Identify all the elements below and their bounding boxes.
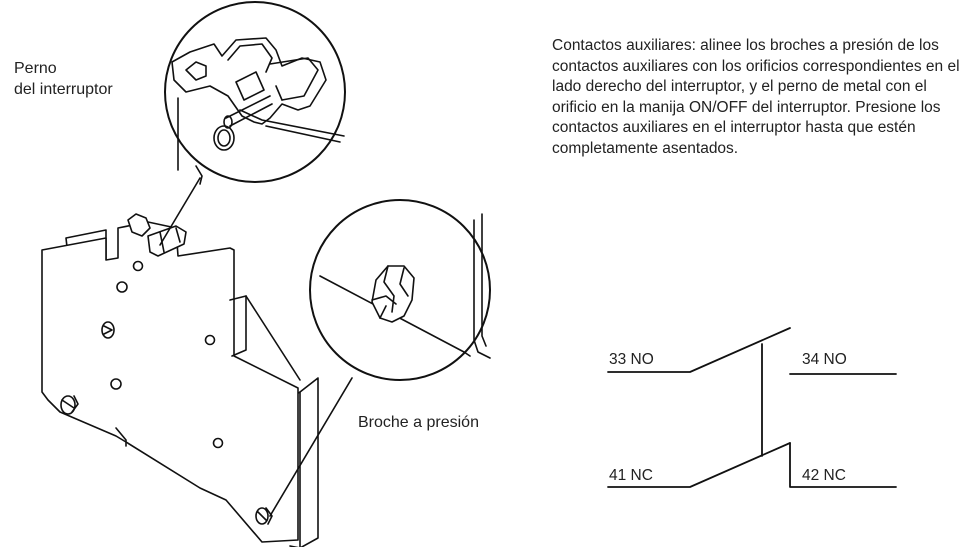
no-contact-line xyxy=(607,327,791,373)
snap-leader-line xyxy=(269,377,353,517)
bolt-label-line2: del interruptor xyxy=(14,81,113,98)
snap-label: Broche a presión xyxy=(358,414,479,431)
nc-contact-line xyxy=(607,442,791,488)
wiring-schematic xyxy=(607,327,897,488)
bolt-leader-line xyxy=(159,177,201,246)
installation-instructions: Contactos auxiliares: alinee los broches… xyxy=(552,37,960,157)
terminal-41-nc: 41 NC xyxy=(609,467,653,484)
terminal-34-no: 34 NO xyxy=(802,351,847,368)
auxiliary-contact-block xyxy=(41,213,319,547)
nc-output-line xyxy=(789,442,897,488)
terminal-42-nc: 42 NC xyxy=(802,467,846,484)
bolt-detail-callout xyxy=(164,1,346,185)
terminal-33-no: 33 NO xyxy=(609,351,654,368)
bolt-label-line1: Perno xyxy=(14,60,57,77)
snap-detail-callout xyxy=(309,199,491,381)
